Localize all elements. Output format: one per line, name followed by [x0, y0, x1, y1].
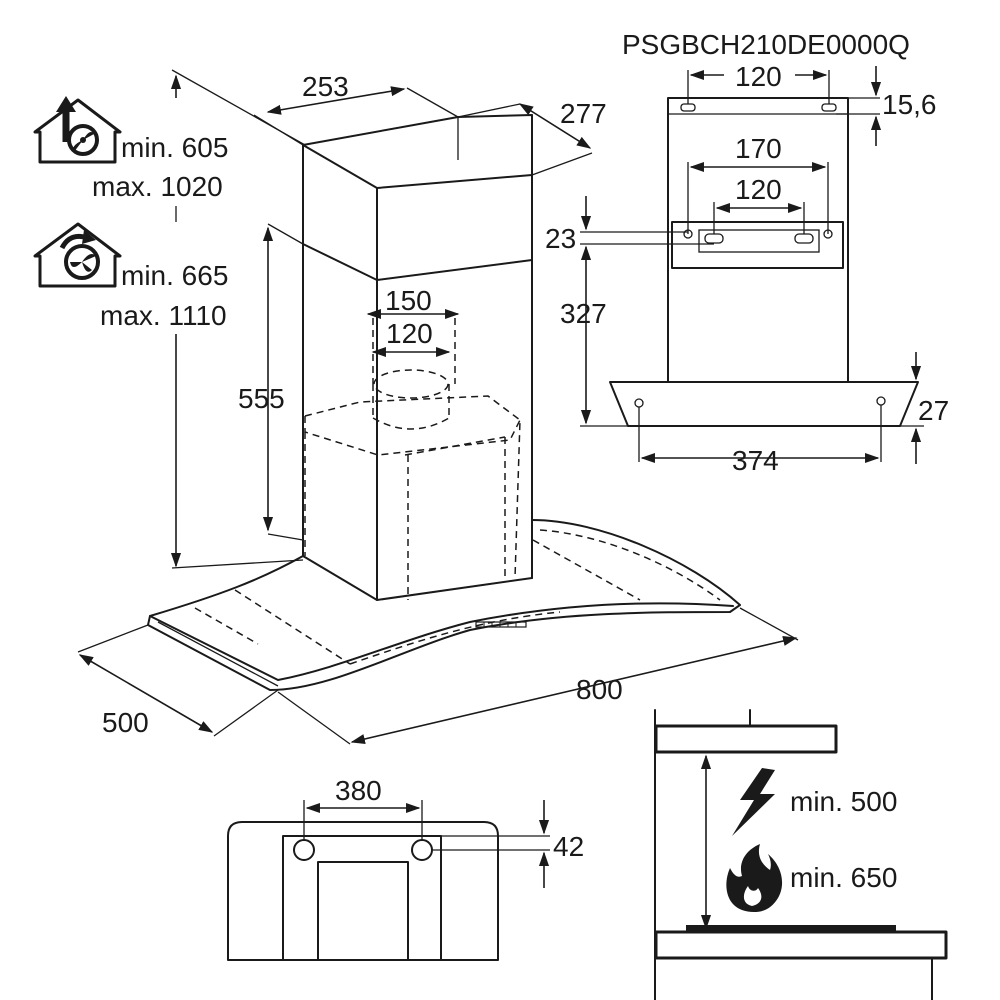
hood-depth-dimension — [78, 654, 214, 733]
model-code-label: PSGBCH210DE0000Q — [622, 29, 910, 60]
lower-height-label: 555 — [238, 383, 285, 414]
outlet-outer-label: 150 — [385, 285, 432, 316]
chimney-depth-label: 277 — [560, 98, 607, 129]
recirculation-icon — [33, 222, 122, 288]
hood-width-label: 800 — [576, 674, 623, 705]
lightning-icon — [732, 768, 775, 836]
chimney-width-label: 253 — [302, 71, 349, 102]
extraction-max-text: max. 1020 — [92, 171, 223, 202]
control-panel-icon — [475, 621, 527, 628]
duct-extraction-icon — [33, 96, 122, 164]
clearance-view — [654, 709, 948, 1000]
bottom-thickness-label: 27 — [918, 395, 949, 426]
recirculation-min-text: min. 665 — [121, 260, 228, 291]
hood-depth-label: 500 — [102, 707, 149, 738]
chimney-width-dimension — [266, 86, 406, 115]
chimney-depth-dimension — [518, 103, 592, 149]
flame-icon — [726, 844, 783, 912]
bottom-hole-spacing-label: 374 — [732, 445, 779, 476]
hood-width-dimension — [350, 636, 798, 744]
plate-slot-spacing-label: 120 — [735, 174, 782, 205]
back-hole-spacing-label: 380 — [335, 775, 382, 806]
plate-hole-spacing-label: 170 — [735, 133, 782, 164]
bottom-extension-line — [171, 559, 304, 569]
top-offset-label: 15,6 — [882, 89, 937, 120]
recirculation-max-text: max. 1110 — [100, 300, 227, 331]
clearance-gas-text: min. 650 — [790, 862, 897, 893]
plate-offset-label: 23 — [545, 223, 576, 254]
extraction-min-text: min. 605 — [121, 132, 228, 163]
hood-back-view — [227, 821, 499, 961]
top-slot-spacing-label: 120 — [735, 61, 782, 92]
bracket-height-label: 327 — [560, 298, 607, 329]
back-hole-height-label: 42 — [553, 831, 584, 862]
outlet-inner-label: 120 — [386, 318, 433, 349]
hood-main-view — [147, 114, 741, 691]
clearance-electric-text: min. 500 — [790, 786, 897, 817]
